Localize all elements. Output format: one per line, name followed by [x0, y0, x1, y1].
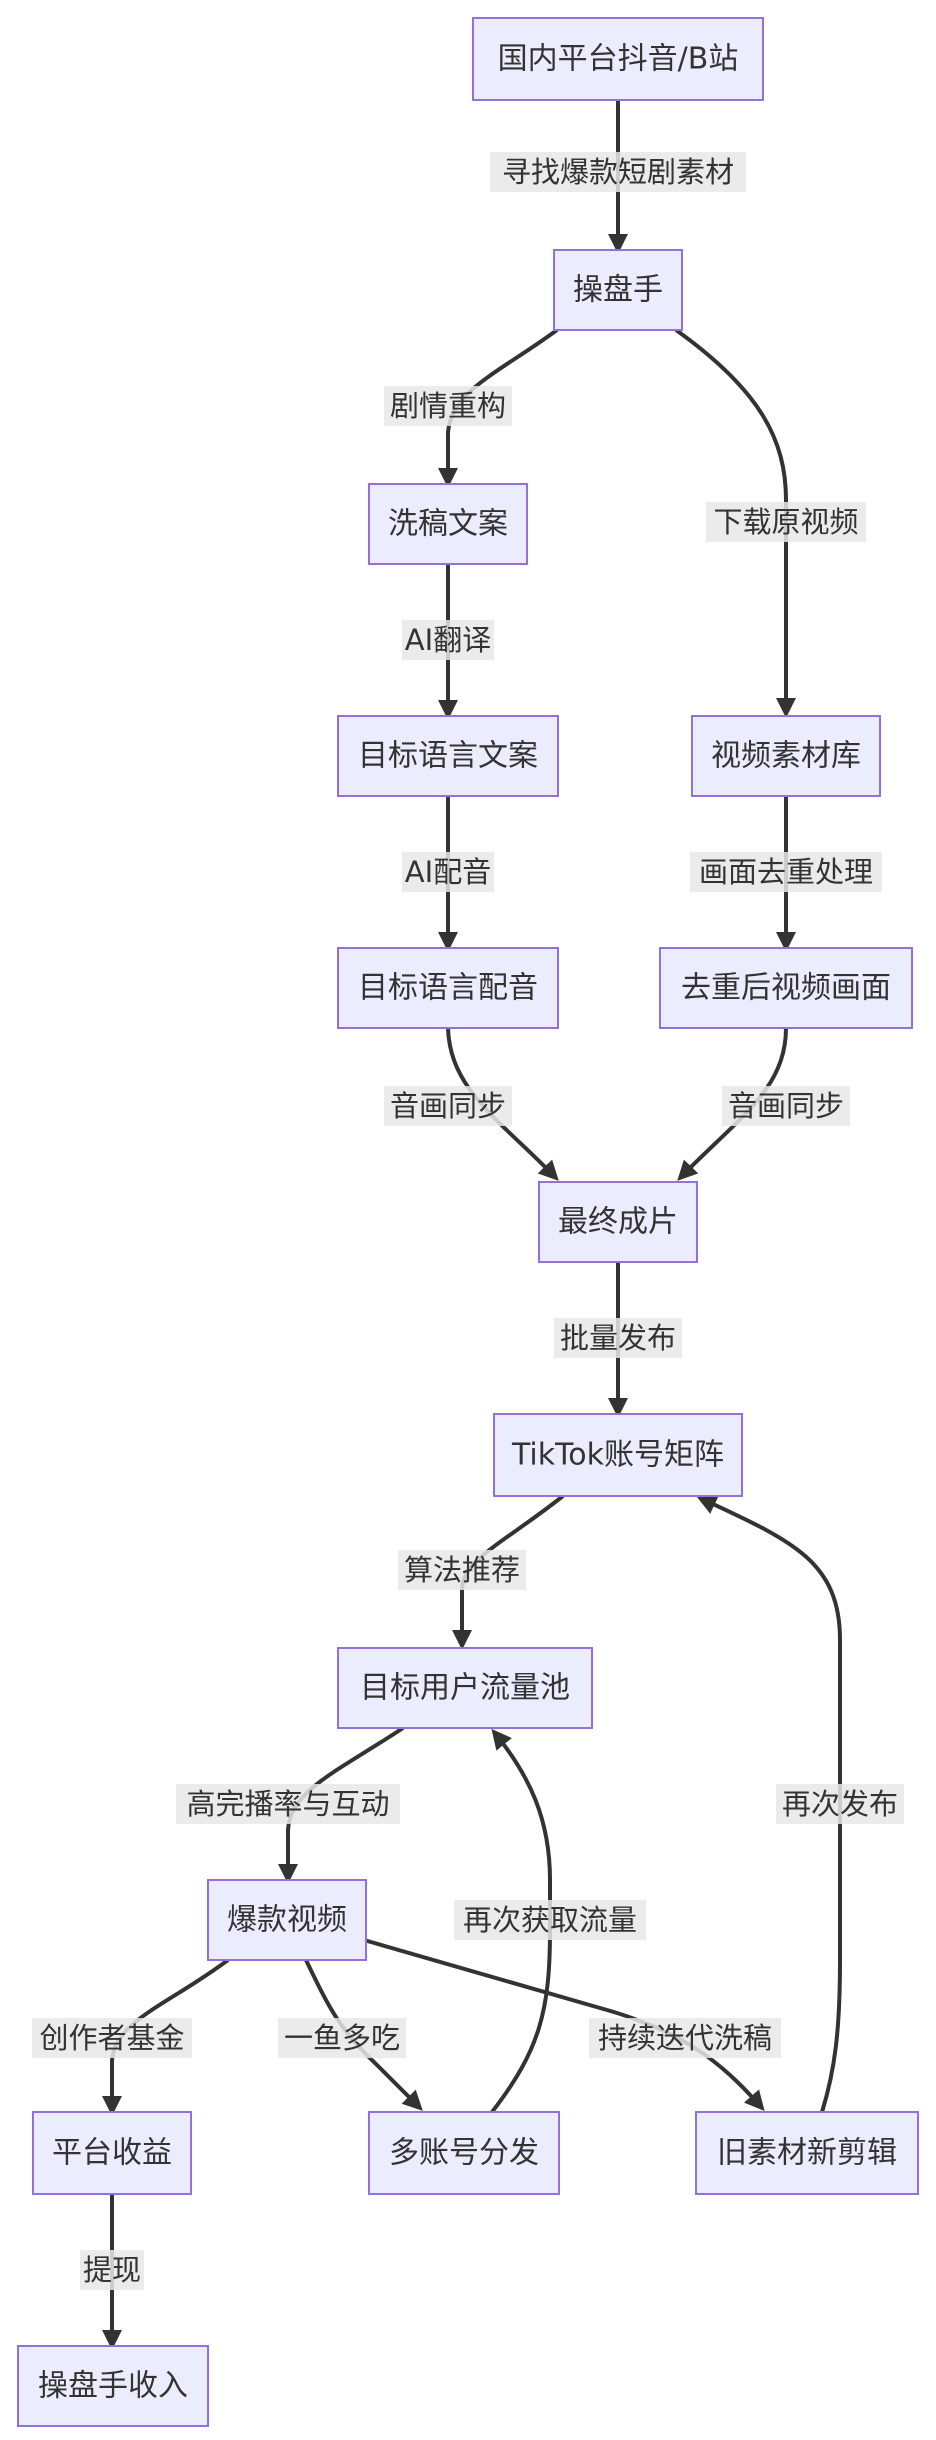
edge-label-ai-translation: AI翻译	[402, 620, 494, 660]
edge-label-ai-dubbing: AI配音	[402, 852, 494, 892]
svg-text:TikTok账号矩阵: TikTok账号矩阵	[511, 1438, 724, 1473]
edge-operator-to-video-library	[674, 328, 796, 718]
svg-text:算法推荐: 算法推荐	[404, 1553, 520, 1587]
svg-text:再次获取流量: 再次获取流量	[463, 1903, 637, 1937]
svg-text:目标用户流量池: 目标用户流量池	[360, 1671, 570, 1706]
node-target-language-script: 目标语言文案	[337, 715, 559, 797]
node-operator-income: 操盘手收入	[17, 2345, 209, 2427]
svg-text:下载原视频: 下载原视频	[713, 505, 858, 539]
edge-label-av-sync-right: 音画同步	[722, 1086, 850, 1126]
node-domestic-platform: 国内平台抖音/B站	[472, 17, 764, 101]
node-multi-account-distribution: 多账号分发	[368, 2111, 560, 2195]
edge-label-regain-traffic: 再次获取流量	[454, 1900, 646, 1940]
svg-text:最终成片: 最终成片	[558, 1205, 678, 1240]
svg-text:操盘手: 操盘手	[573, 273, 663, 308]
node-old-material-new-edit: 旧素材新剪辑	[695, 2111, 919, 2195]
svg-text:爆款视频: 爆款视频	[227, 1903, 347, 1938]
svg-text:平台收益: 平台收益	[52, 2136, 172, 2171]
node-rewritten-script: 洗稿文案	[368, 483, 528, 565]
svg-text:去重后视频画面: 去重后视频画面	[681, 971, 891, 1006]
node-deduplicated-footage: 去重后视频画面	[659, 947, 913, 1029]
edge-label-withdraw: 提现	[80, 2250, 144, 2290]
node-viral-video: 爆款视频	[207, 1879, 367, 1961]
node-video-library: 视频素材库	[691, 715, 881, 797]
edge-label-creator-fund: 创作者基金	[32, 2018, 192, 2058]
svg-text:画面去重处理: 画面去重处理	[699, 855, 873, 889]
edge-label-deduplication: 画面去重处理	[690, 852, 882, 892]
svg-text:一鱼多吃: 一鱼多吃	[284, 2021, 400, 2055]
node-target-user-traffic-pool: 目标用户流量池	[337, 1647, 593, 1729]
svg-text:旧素材新剪辑: 旧素材新剪辑	[717, 2136, 897, 2171]
edge-label-iterative-rewrite: 持续迭代洗稿	[589, 2018, 781, 2058]
edge-label-algorithm-recommend: 算法推荐	[398, 1550, 526, 1590]
svg-text:国内平台抖音/B站: 国内平台抖音/B站	[498, 42, 739, 77]
edge-label-find-materials: 寻找爆款短剧素材	[490, 152, 746, 192]
svg-text:洗稿文案: 洗稿文案	[388, 507, 508, 542]
svg-text:音画同步: 音画同步	[390, 1089, 506, 1123]
edge-old-material-to-tiktok	[696, 1495, 842, 2113]
svg-text:寻找爆款短剧素材: 寻找爆款短剧素材	[502, 155, 734, 189]
edge-label-high-completion: 高完播率与互动	[176, 1784, 400, 1824]
svg-text:批量发布: 批量发布	[560, 1321, 676, 1355]
svg-text:目标语言文案: 目标语言文案	[358, 739, 538, 774]
svg-text:持续迭代洗稿: 持续迭代洗稿	[598, 2021, 772, 2055]
svg-text:操盘手收入: 操盘手收入	[38, 2369, 188, 2404]
edge-label-av-sync-left: 音画同步	[384, 1086, 512, 1126]
svg-text:多账号分发: 多账号分发	[389, 2136, 539, 2171]
svg-text:音画同步: 音画同步	[728, 1089, 844, 1123]
node-operator: 操盘手	[553, 249, 683, 331]
svg-text:提现: 提现	[83, 2253, 141, 2287]
edge-label-republish: 再次发布	[776, 1784, 904, 1824]
svg-text:创作者基金: 创作者基金	[39, 2021, 184, 2055]
node-target-language-dubbing: 目标语言配音	[337, 947, 559, 1029]
edge-label-batch-publish: 批量发布	[554, 1318, 682, 1358]
svg-text:高完播率与互动: 高完播率与互动	[186, 1787, 389, 1821]
svg-text:AI翻译: AI翻译	[405, 623, 491, 657]
svg-text:AI配音: AI配音	[405, 855, 491, 889]
node-final-video: 最终成片	[538, 1181, 698, 1263]
svg-text:视频素材库: 视频素材库	[711, 739, 861, 774]
edge-label-plot-reconstruction: 剧情重构	[384, 386, 512, 426]
edge-label-one-fish-multi-eat: 一鱼多吃	[278, 2018, 406, 2058]
node-platform-income: 平台收益	[32, 2111, 192, 2195]
svg-text:剧情重构: 剧情重构	[390, 389, 506, 423]
svg-text:再次发布: 再次发布	[782, 1787, 898, 1821]
svg-text:目标语言配音: 目标语言配音	[358, 971, 538, 1006]
edge-label-download-video: 下载原视频	[706, 502, 866, 542]
node-tiktok-account-matrix: TikTok账号矩阵	[493, 1413, 743, 1497]
